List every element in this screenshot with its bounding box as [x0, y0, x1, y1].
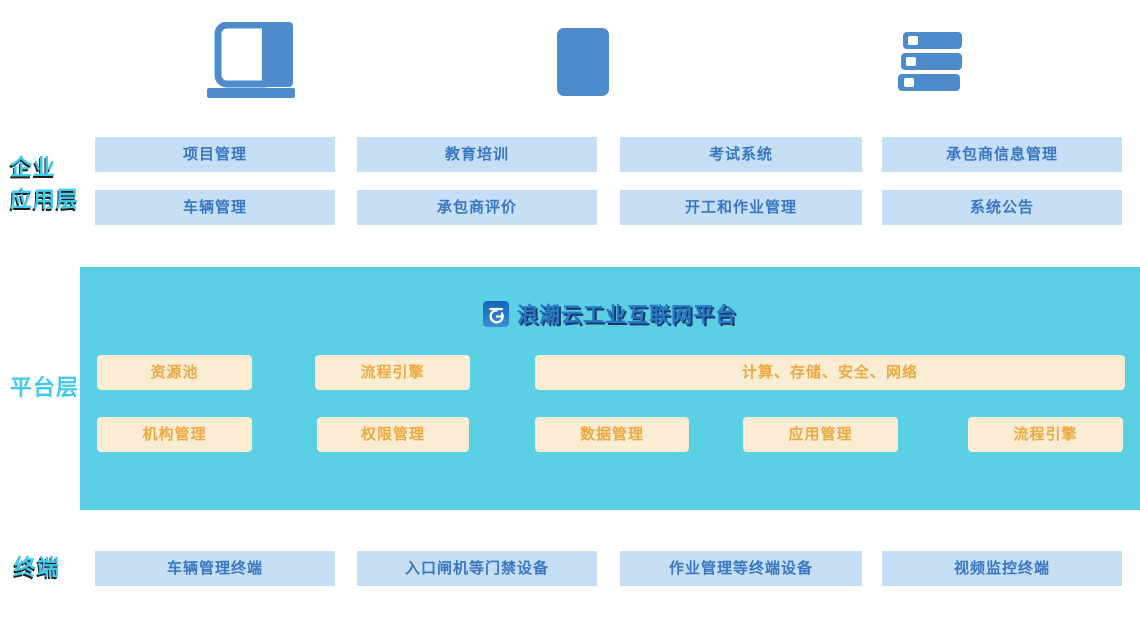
platform-layer-label: 平台层: [10, 375, 80, 400]
app-box-contractor-info-mgmt: 承包商信息管理: [882, 137, 1122, 172]
server-stack-icon: [898, 32, 964, 97]
app-box-vehicle-mgmt: 车辆管理: [95, 190, 335, 225]
app-box-project-mgmt: 项目管理: [95, 137, 335, 172]
terminal-layer-label: 终端: [14, 555, 61, 580]
app-box-education-training: 教育培训: [357, 137, 597, 172]
platform-box-compute-storage-security-network: 计算、存储、安全、网络: [535, 355, 1125, 390]
platform-box-data-mgmt: 数据管理: [535, 417, 689, 452]
platform-box-resource-pool: 资源池: [97, 355, 252, 390]
platform-box-permission-mgmt: 权限管理: [317, 417, 469, 452]
tablet-icon: [557, 28, 609, 101]
app-box-system-announcement: 系统公告: [882, 190, 1122, 225]
enterprise-layer-label-line2: 应用层: [10, 187, 80, 212]
inspur-cloud-logo-icon: [483, 301, 509, 327]
enterprise-layer-label-line1: 企业: [10, 155, 57, 180]
app-box-contractor-evaluation: 承包商评价: [357, 190, 597, 225]
terminal-box-vehicle-mgmt-terminal: 车辆管理终端: [95, 551, 335, 586]
platform-box-org-mgmt: 机构管理: [97, 417, 252, 452]
enterprise-layer-label: 企业 应用层: [10, 152, 79, 216]
platform-box-process-engine-1: 流程引擎: [315, 355, 470, 390]
terminal-box-operation-mgmt-terminal-devices: 作业管理等终端设备: [620, 551, 862, 586]
platform-box-app-mgmt: 应用管理: [743, 417, 898, 452]
platform-panel: 浪潮云工业互联网平台 资源池 流程引擎 计算、存储、安全、网络 机构管理 权限管…: [80, 267, 1140, 510]
platform-title: 浪潮云工业互联网平台: [517, 304, 737, 327]
terminal-box-video-surveillance-terminal: 视频监控终端: [882, 551, 1122, 586]
terminal-box-entrance-gate-access-devices: 入口闸机等门禁设备: [357, 551, 597, 586]
platform-title-bar: 浪潮云工业互联网平台: [80, 299, 1140, 329]
monitor-icon: [205, 21, 297, 103]
app-box-work-start-operation-mgmt: 开工和作业管理: [620, 190, 862, 225]
platform-box-process-engine-2: 流程引擎: [968, 417, 1123, 452]
app-box-exam-system: 考试系统: [620, 137, 862, 172]
